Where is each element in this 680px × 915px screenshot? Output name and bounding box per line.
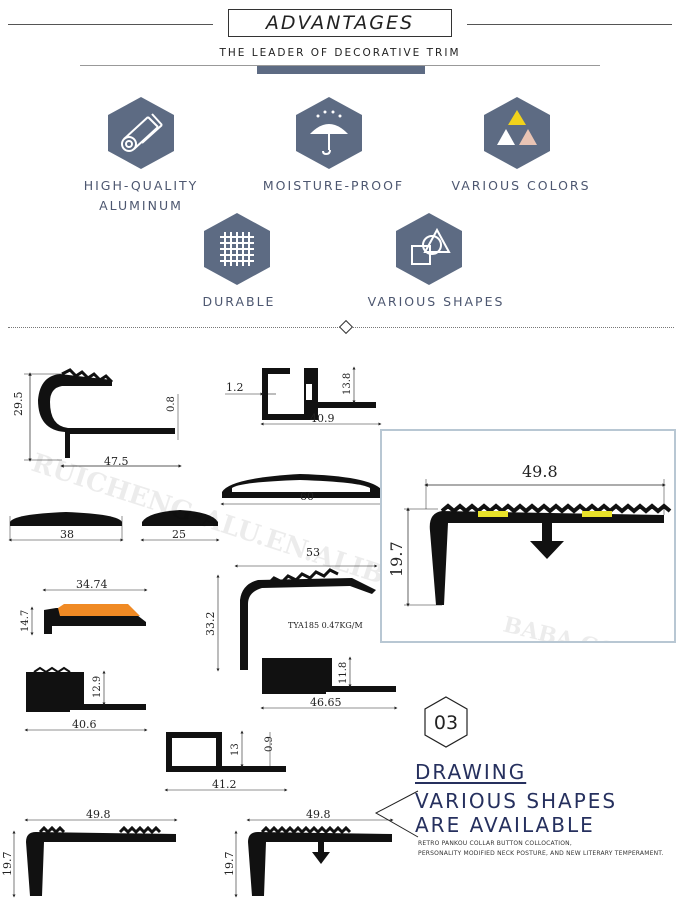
- feature-label-aluminum-line2: ALUMINUM: [99, 198, 183, 213]
- feature-label-durable: DURABLE: [202, 294, 276, 309]
- dim-p5-width: 25: [172, 528, 186, 541]
- feature-moisture: MOISTURE-PROOF: [263, 96, 402, 196]
- feature-shapes: VARIOUS SHAPES: [368, 212, 502, 312]
- badge-hexagon: 03: [424, 696, 468, 748]
- profile-8: 12.9 40.6: [24, 666, 148, 732]
- dim-p6-width: 34.74: [76, 578, 108, 591]
- profile-12: 49.8 19.7: [223, 808, 394, 898]
- profile-11: 49.8 19.7: [1, 808, 178, 898]
- badge-number: 03: [434, 712, 458, 734]
- pointer-line: [374, 790, 419, 838]
- feature-label-aluminum-line1: HIGH-QUALITY: [83, 178, 199, 193]
- svg-text:BABA.COM: BABA.COM: [501, 612, 643, 641]
- header-rule-right: [467, 24, 672, 25]
- drawing-heading: DRAWING: [415, 760, 527, 784]
- profile-4: 38: [8, 512, 124, 542]
- zoom-dim-width: 49.8: [522, 462, 558, 481]
- dim-p10-thickness: 0.9: [264, 736, 275, 752]
- dim-p2-thickness: 1.2: [226, 381, 244, 394]
- profile-5: 25: [140, 510, 220, 542]
- profile-6: 34.74 14.7: [20, 578, 148, 636]
- dim-p11-width: 49.8: [86, 808, 111, 821]
- feature-label-aluminum: HIGH-QUALITY ALUMINUM: [66, 176, 216, 216]
- page-title: ADVANTAGES: [228, 9, 452, 37]
- umbrella-rain-icon: [296, 97, 362, 169]
- profile-2: 1.2 13.8 40.9: [225, 366, 382, 426]
- divider-diamond-icon: [338, 319, 354, 335]
- feature-durable: DURABLE: [184, 212, 294, 312]
- dim-p8-width: 40.6: [72, 718, 97, 731]
- grid-mesh-icon: [204, 213, 270, 285]
- dim-p8-height: 12.9: [92, 676, 103, 698]
- profile-7-spec: TYA185 0.47KG/M: [288, 621, 363, 630]
- feature-label-shapes: VARIOUS SHAPES: [367, 294, 505, 309]
- profile-9: 11.8 46.65: [260, 656, 398, 710]
- dim-p1-thickness: 0.8: [166, 396, 177, 412]
- drawing-small-1: RETRO PANKOU COLLAR BUTTON COLLOCATION,: [418, 840, 572, 847]
- feature-aluminum: HIGH-QUALITY ALUMINUM: [84, 96, 196, 216]
- header-rule-left: [8, 24, 213, 25]
- page-subtitle: THE LEADER OF DECORATIVE TRIM: [219, 47, 461, 59]
- dim-p2-height: 13.8: [342, 373, 353, 395]
- dim-p12-height: 19.7: [223, 852, 236, 877]
- feature-colors: VARIOUS COLORS: [451, 96, 589, 196]
- dim-p6-height: 14.7: [20, 610, 31, 632]
- dim-p9-width: 46.65: [310, 696, 342, 709]
- geometric-shapes-icon: [396, 213, 462, 285]
- profile-10: 13 0.9 41.2: [164, 730, 288, 792]
- drawing-small-2: PERSONALITY MODIFIED NECK POSTURE, AND N…: [418, 850, 664, 857]
- dim-p4-width: 38: [60, 528, 74, 541]
- dim-p7-height: 33.2: [204, 612, 217, 637]
- profile-7: 53 33.2 TYA185 0.47KG/M: [204, 546, 378, 672]
- dim-p1-width: 47.5: [104, 455, 129, 468]
- profile-3: 60: [220, 474, 384, 506]
- feature-label-moisture: MOISTURE-PROOF: [262, 178, 405, 193]
- feature-label-colors: VARIOUS COLORS: [451, 178, 591, 193]
- aluminum-pipes-icon: [108, 97, 174, 169]
- profile-1: 29.5 0.8 47.5: [12, 368, 182, 468]
- dim-p9-height: 11.8: [338, 662, 349, 684]
- dim-p10-width: 41.2: [212, 778, 237, 791]
- drawing-line-2: ARE AVAILABLE: [415, 813, 595, 837]
- dim-p3-width: 60: [300, 490, 314, 503]
- subtitle-accent-bar: [257, 66, 425, 74]
- drawing-line-1: VARIOUS SHAPES: [415, 789, 618, 813]
- dim-p7-width: 53: [306, 546, 320, 559]
- dim-p1-height: 29.5: [12, 392, 25, 417]
- dim-p12-width: 49.8: [306, 808, 331, 821]
- dim-p10-height: 13: [230, 743, 241, 756]
- zoom-detail-panel: 49.8 19.7 BABA.COM: [380, 429, 676, 671]
- dim-p2-width: 40.9: [310, 412, 335, 425]
- subtitle-rule: [80, 65, 600, 66]
- zoom-detail-drawing: 49.8 19.7 BABA.COM: [387, 462, 672, 671]
- dim-p11-height: 19.7: [1, 852, 14, 877]
- zoom-dim-height: 19.7: [387, 541, 406, 577]
- color-triangles-icon: [484, 97, 550, 169]
